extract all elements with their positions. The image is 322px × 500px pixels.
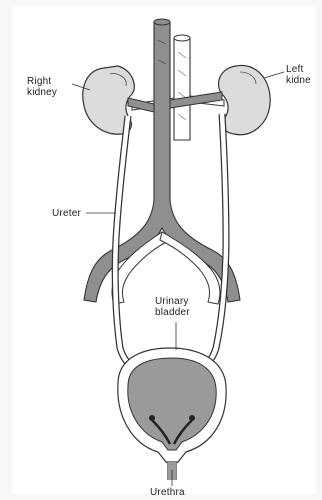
leader-left-kidney — [264, 72, 284, 78]
urethra-label: Urethra — [150, 487, 200, 498]
inferior-vena-cava — [84, 19, 240, 302]
left-ureter — [196, 114, 226, 372]
left-kidney — [218, 65, 270, 134]
right-kidney-label: Right kidney — [27, 76, 81, 98]
urinary-bladder — [118, 348, 226, 462]
left-kidney-label: Left kidne — [286, 64, 322, 86]
aorta — [132, 35, 224, 140]
urinary-bladder-label: Urinary bladder — [155, 296, 225, 318]
ureter-label: Ureter — [52, 208, 102, 219]
